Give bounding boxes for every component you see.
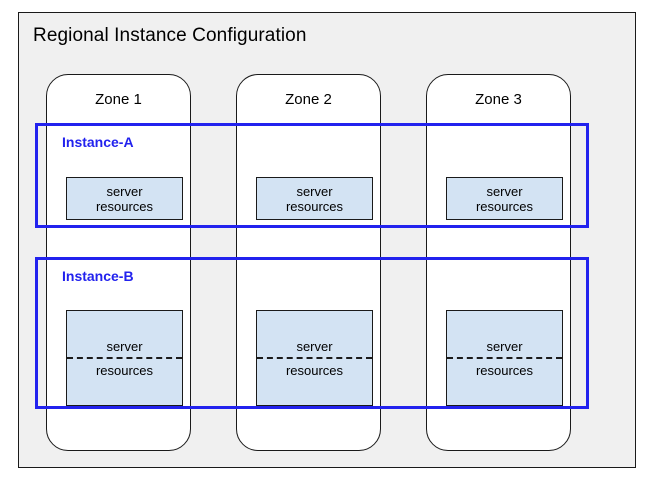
server-resources-box[interactable]: server resources	[256, 177, 373, 220]
server-resources-line-top: server	[106, 338, 143, 354]
server-resources-line-top: server	[296, 338, 333, 354]
server-resources-line-top: server	[106, 183, 143, 199]
server-resources-line-bottom: resources	[95, 362, 154, 378]
server-resources-line-bottom: resources	[95, 198, 154, 214]
server-resources-line-top: server	[486, 338, 523, 354]
region-panel: Regional Instance Configuration Zone 1 Z…	[18, 12, 636, 468]
server-resources-line-bottom: resources	[285, 362, 344, 378]
zone-label: Zone 3	[475, 91, 522, 108]
server-resources-box[interactable]: server resources	[66, 310, 183, 406]
instance-label-b: Instance-B	[62, 268, 134, 284]
server-resources-box[interactable]: server resources	[446, 177, 563, 220]
server-resources-line-bottom: resources	[475, 198, 534, 214]
server-resources-box[interactable]: server resources	[256, 310, 373, 406]
server-resources-line-bottom: resources	[285, 198, 344, 214]
instance-box-b[interactable]: Instance-B server resources server resou…	[35, 257, 589, 409]
server-resources-line-top: server	[296, 183, 333, 199]
instance-box-a[interactable]: Instance-A server resources server resou…	[35, 123, 589, 228]
server-resources-line-bottom: resources	[475, 362, 534, 378]
resource-split-divider	[257, 357, 372, 359]
resource-split-divider	[67, 357, 182, 359]
page-title: Regional Instance Configuration	[33, 25, 307, 46]
server-resources-box[interactable]: server resources	[446, 310, 563, 406]
resource-split-divider	[447, 357, 562, 359]
server-resources-line-top: server	[486, 183, 523, 199]
zone-label: Zone 1	[95, 91, 142, 108]
instance-label-a: Instance-A	[62, 134, 134, 150]
server-resources-box[interactable]: server resources	[66, 177, 183, 220]
zone-label: Zone 2	[285, 91, 332, 108]
